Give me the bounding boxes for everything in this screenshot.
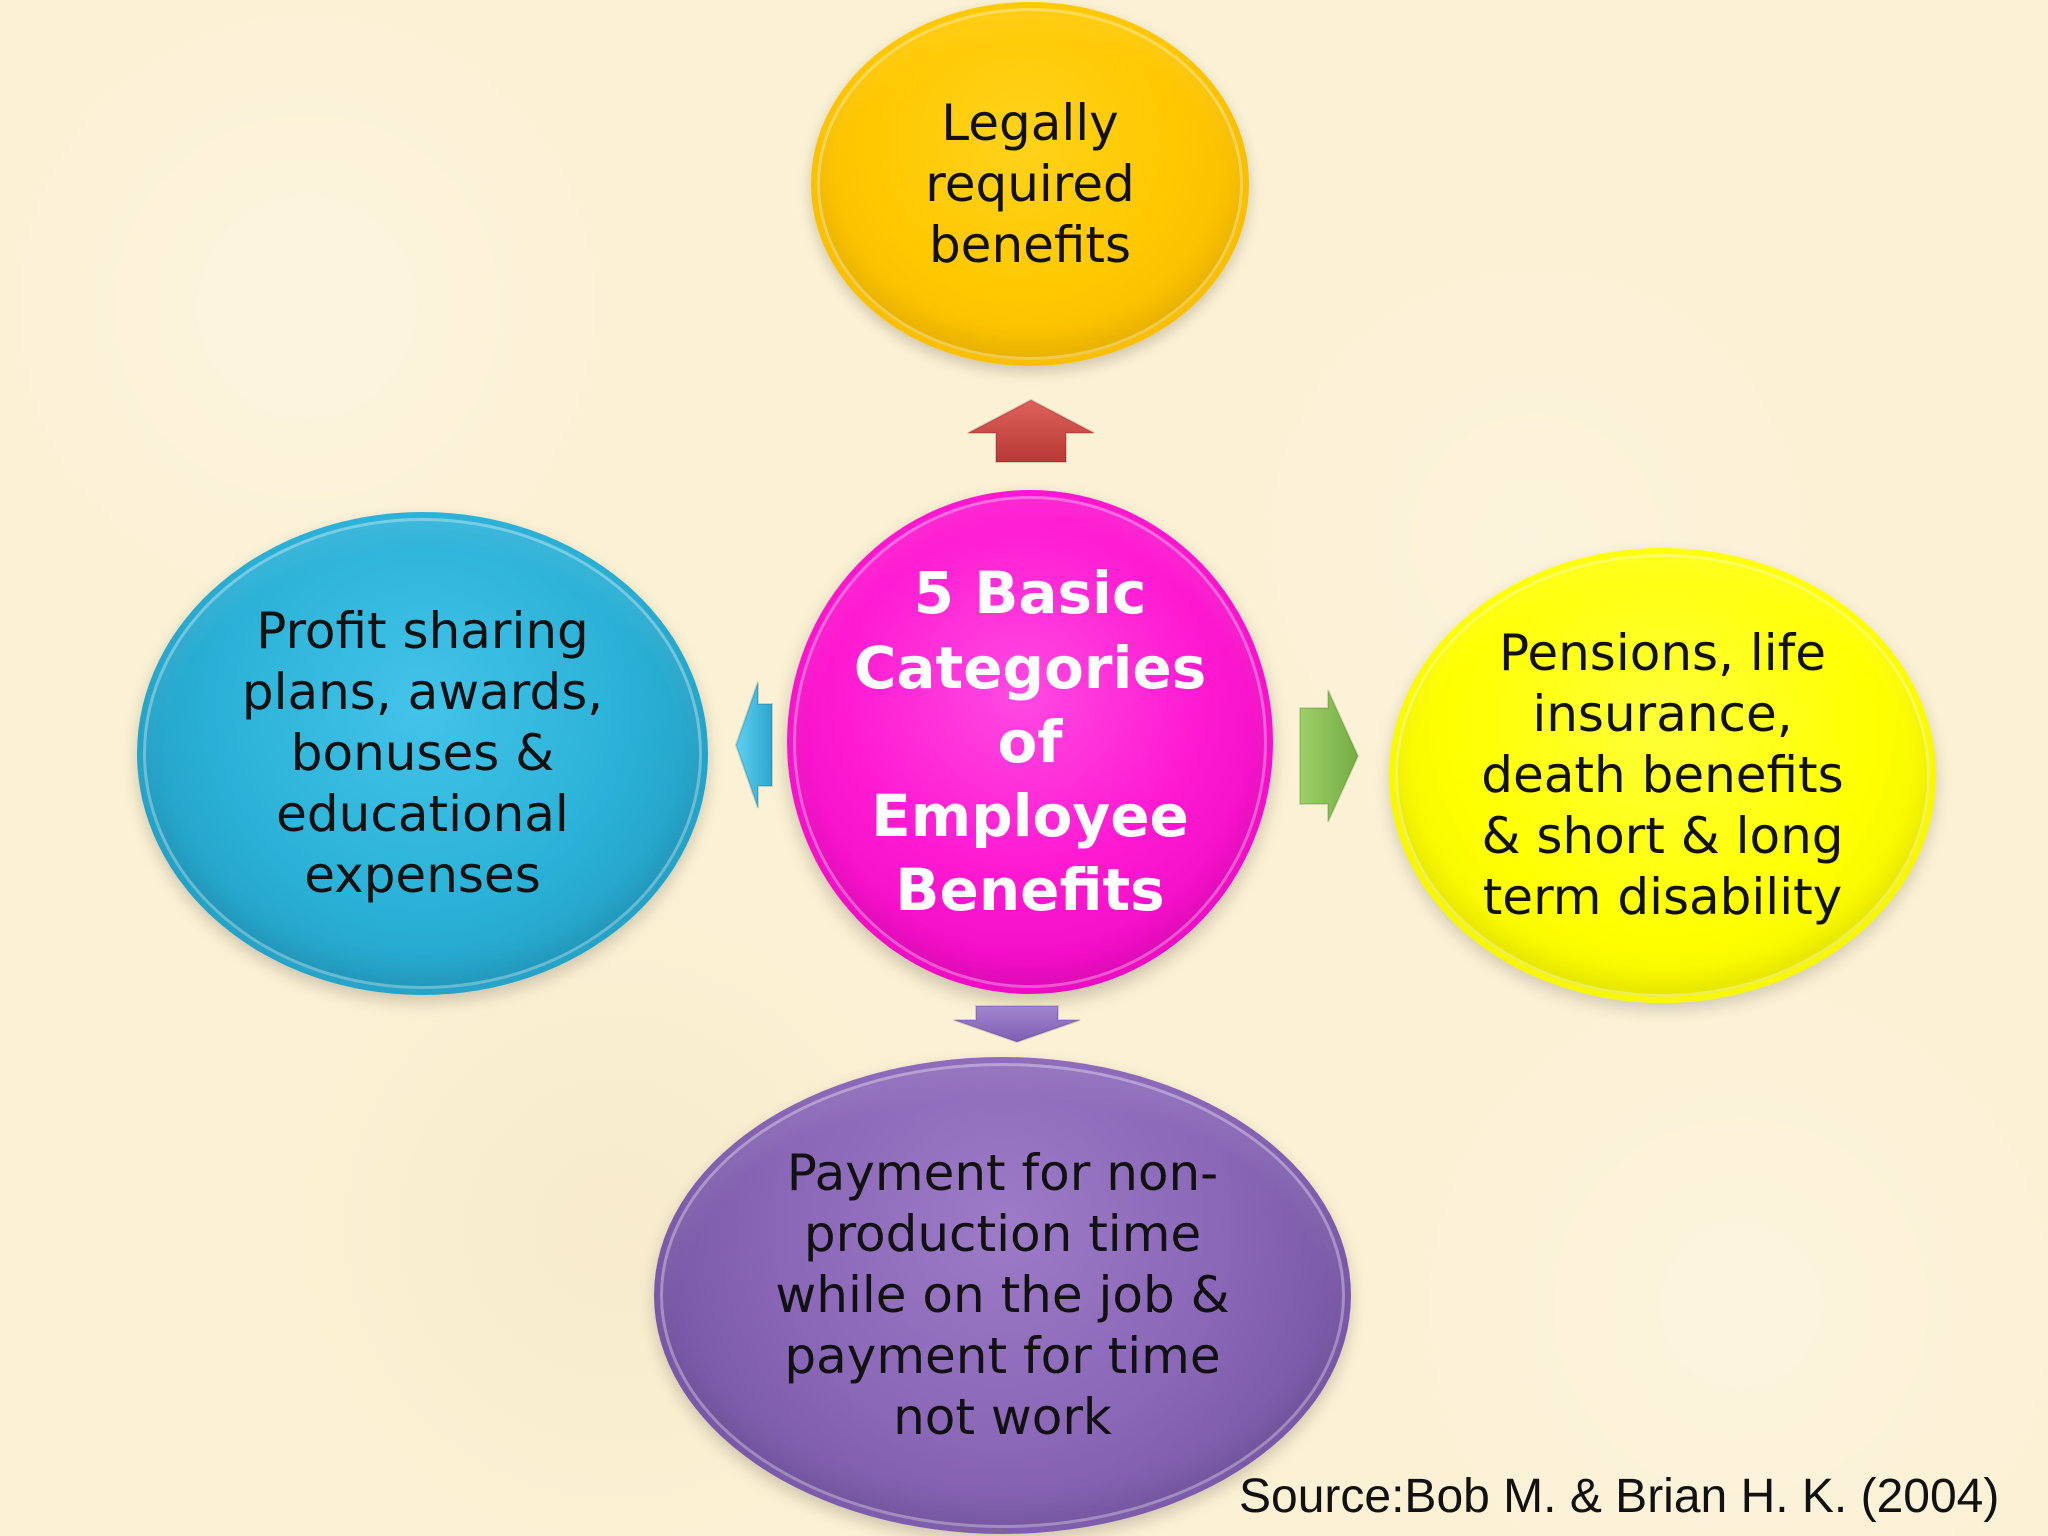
center-category-label: 5 Basic Categories of Employee Benefits: [853, 559, 1207, 925]
legally-required-benefits-node: Legally required benefits: [811, 2, 1249, 366]
profit-sharing-label: Profit sharing plans, awards, bonuses & …: [241, 602, 604, 904]
arrow-right-icon: [1299, 689, 1360, 823]
non-production-payment-label: Payment for non- production time while o…: [775, 1144, 1230, 1446]
legally-required-benefits-label: Legally required benefits: [925, 93, 1135, 274]
source-citation: Source:Bob M. & Brian H. K. (2004): [1239, 1470, 2000, 1523]
pensions-insurance-node: Pensions, life insurance, death benefits…: [1389, 548, 1936, 1003]
arrow-up-icon: [967, 398, 1095, 463]
pensions-insurance-label: Pensions, life insurance, death benefits…: [1481, 624, 1844, 926]
arrow-left-icon: [734, 681, 773, 809]
profit-sharing-node: Profit sharing plans, awards, bonuses & …: [137, 512, 708, 995]
center-category-node: 5 Basic Categories of Employee Benefits: [787, 490, 1273, 994]
non-production-payment-node: Payment for non- production time while o…: [654, 1057, 1351, 1534]
arrow-down-icon: [953, 1005, 1081, 1044]
